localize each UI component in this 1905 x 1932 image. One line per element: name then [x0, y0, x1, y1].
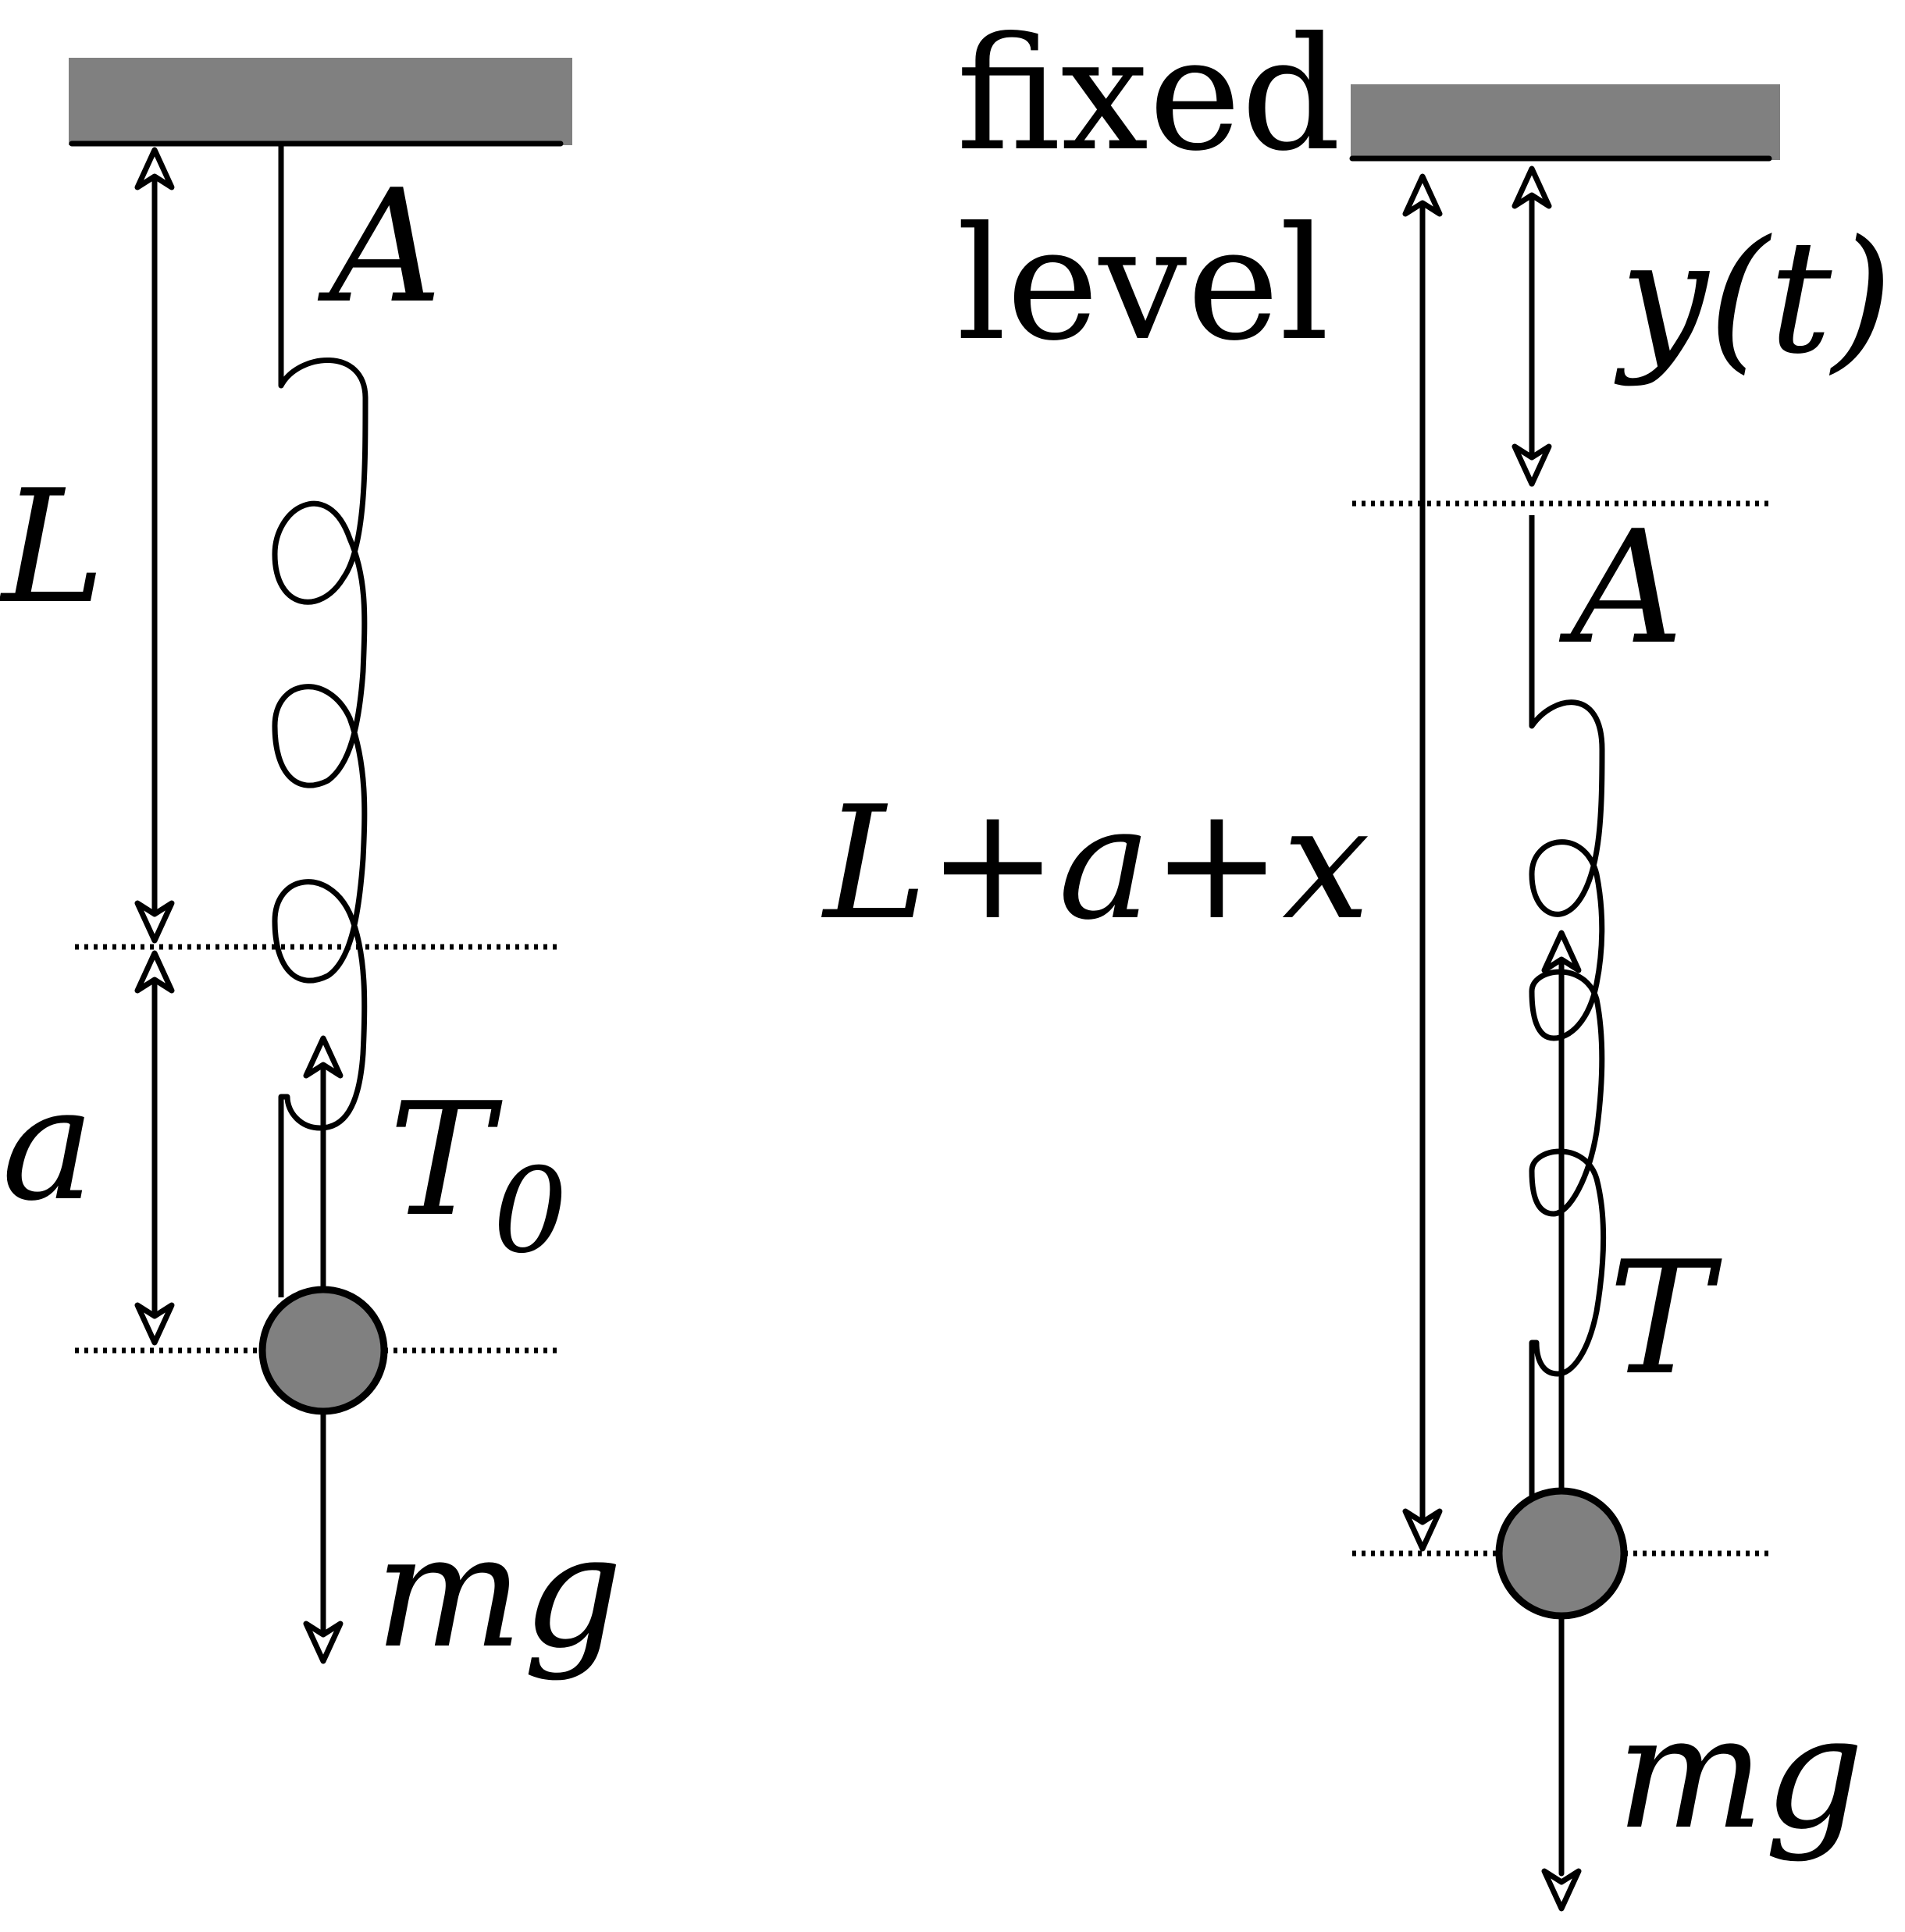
right-tension-arrow: [1544, 933, 1579, 1502]
left-label-tension-subscript: 0: [493, 1144, 567, 1279]
right-label-displacement: y(t): [1614, 207, 1893, 389]
right-mass: [1495, 1487, 1628, 1620]
left-tension-arrow: [306, 1038, 340, 1299]
left-figure: A L a T0 mg: [0, 58, 623, 1683]
right-total-length-arrow: [1405, 176, 1440, 1549]
left-label-point-a: A: [317, 156, 442, 338]
left-label-extension: a: [2, 1054, 94, 1236]
left-label-tension: T0: [389, 1069, 568, 1279]
left-ceiling-support: [69, 58, 572, 145]
left-spring: [272, 145, 369, 1297]
right-weight-arrow: [1544, 1613, 1579, 1909]
right-spring: [1529, 515, 1607, 1499]
right-label-fixed: fixed: [956, 4, 1341, 186]
left-label-length: L: [0, 457, 105, 639]
left-weight-arrow: [306, 1410, 340, 1661]
right-label-tension: T: [1608, 1228, 1722, 1410]
left-label-weight: mg: [375, 1501, 623, 1683]
right-ceiling-support: [1351, 84, 1780, 160]
right-label-weight: mg: [1616, 1682, 1864, 1864]
left-extension-arrow: [137, 953, 172, 1343]
right-label-level: level: [956, 194, 1330, 375]
right-figure: fixed level y(t) A L+a+x T mg: [821, 4, 1893, 1909]
left-length-arrow: [137, 150, 172, 941]
right-displacement-arrow: [1515, 169, 1549, 484]
right-label-total-length: L+a+x: [821, 773, 1370, 955]
left-mass: [258, 1286, 388, 1415]
right-label-point-a: A: [1558, 497, 1683, 679]
